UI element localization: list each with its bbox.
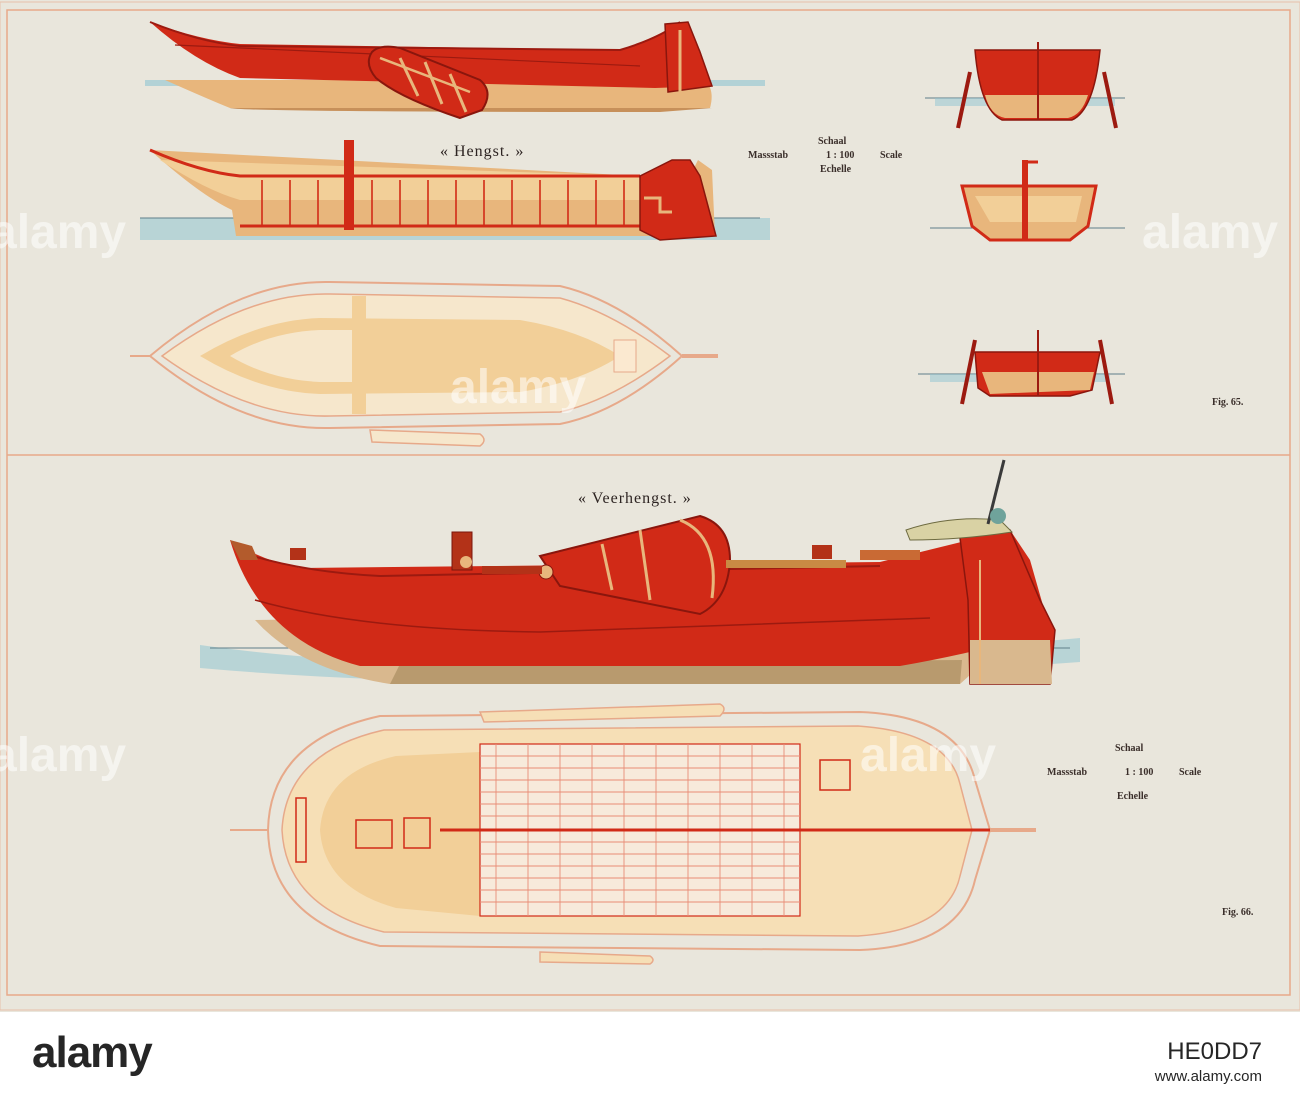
alamy-logo: alamy: [32, 1028, 153, 1077]
plate-inner-border: [0, 1, 1300, 1011]
hengst-section-view: [140, 140, 770, 241]
hengst-title: « Hengst. »: [440, 143, 525, 160]
scale-scale: Scale: [880, 150, 903, 161]
hengst-cross-section-3: [918, 330, 1125, 405]
plate-drawing: [0, 1, 1300, 1011]
scale-massstab: Massstab: [748, 150, 789, 161]
veerhengst-side-view: [200, 459, 1080, 685]
scale-echelle: Echelle: [1117, 791, 1149, 802]
watermark-ghost-center: alamy: [450, 361, 587, 414]
scale-ratio: 1 : 100: [826, 150, 855, 161]
veerhengst-title: « Veerhengst. »: [578, 490, 692, 507]
hengst-plan-view: [130, 280, 718, 447]
scale-legend-bottom: Schaal Massstab 1 : 100 Scale Echelle: [1045, 743, 1225, 802]
watermark-ghost-bc: alamy: [860, 729, 997, 782]
watermark-ghost-right: alamy: [1142, 206, 1279, 259]
scale-legend-top: Schaal Massstab 1 : 100 Scale Echelle: [740, 137, 920, 177]
scale-echelle: Echelle: [820, 164, 852, 175]
scale-massstab: Massstab: [1047, 767, 1088, 778]
watermark-ghost-left: alamy: [0, 206, 127, 259]
alamy-url: www.alamy.com: [1154, 1068, 1262, 1085]
scale-scale: Scale: [1179, 767, 1202, 778]
image-id: HE0DD7: [1167, 1038, 1262, 1065]
veerhengst-plan-view: [230, 703, 1036, 965]
scale-schaal: Schaal: [1115, 743, 1144, 754]
watermark-ghost-bl: alamy: [0, 729, 127, 782]
fig-66-label: Fig. 66.: [1222, 907, 1254, 918]
scale-schaal: Schaal: [818, 136, 847, 147]
fig-65-label: Fig. 65.: [1212, 397, 1244, 408]
watermark-bar: [0, 1012, 1300, 1099]
scale-ratio: 1 : 100: [1125, 767, 1154, 778]
plate-border: [6, 9, 1291, 996]
hengst-cross-section-1: [925, 42, 1125, 129]
hengst-cross-section-2: [930, 160, 1125, 242]
hengst-side-view: [145, 21, 765, 120]
